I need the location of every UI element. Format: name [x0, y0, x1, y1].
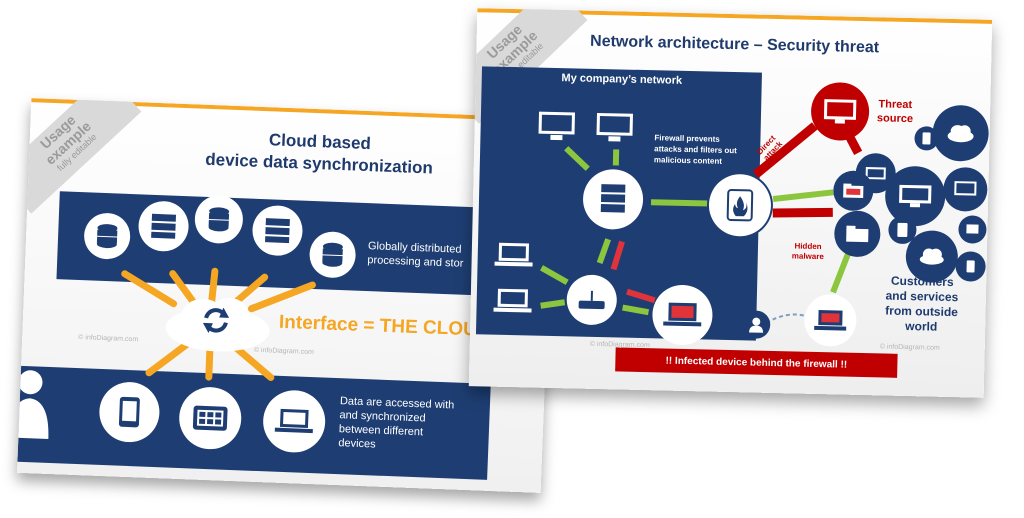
arrow-to-server-4	[230, 273, 269, 308]
server-rack-icon	[151, 213, 177, 239]
monitor-icon	[899, 184, 932, 208]
red-arrow-direct-attack	[752, 122, 818, 179]
hidden-malware-line2: malware	[791, 251, 824, 262]
watermark: © infoDiagram.com	[879, 343, 940, 352]
desktop-pc-1-icon	[538, 111, 576, 141]
database-icon	[322, 242, 343, 267]
server-monitor-icon	[265, 218, 290, 244]
cloud-icon	[919, 248, 944, 265]
infected-folder-bubble	[832, 170, 874, 212]
database-icon	[96, 224, 118, 249]
green-arrow-server-router	[596, 238, 611, 265]
arrow-to-server-1	[121, 270, 178, 308]
arrow-to-device-2	[205, 343, 214, 381]
tablet-bubble	[888, 215, 917, 245]
tablet-landscape-node	[178, 386, 243, 451]
slide-cloud-sync: Usage example fully editable Cloud based…	[16, 98, 556, 493]
green-arrow-firewall-outside	[772, 189, 834, 202]
tablet-icon	[118, 396, 140, 428]
red-arrow-router-server	[610, 240, 625, 271]
threat-label-line1: Threat	[878, 98, 913, 112]
tablet-grid-icon	[192, 405, 228, 431]
infected-laptop-icon	[814, 310, 847, 331]
router-icon	[578, 290, 605, 310]
sync-icon	[202, 307, 230, 334]
dashed-arrow-user-infected	[765, 313, 805, 324]
folder-icon	[843, 183, 864, 199]
green-arrow-server-firewall	[650, 199, 710, 207]
green-arrow-laptop1-router	[540, 265, 569, 285]
outside-cloud-bubble	[905, 229, 959, 284]
firewall-description: Firewall prevents attacks and filters ou…	[654, 132, 755, 167]
outside-small-bubble	[958, 215, 987, 244]
folder-icon	[846, 225, 869, 243]
cloud-shape	[165, 297, 270, 352]
database-node-1	[83, 212, 132, 260]
threat-monitor-icon	[823, 99, 857, 124]
monitor-icon	[966, 224, 979, 234]
cloud-service-bubble	[932, 104, 990, 162]
arrow-to-device-3	[230, 342, 275, 381]
customers-label: Customers and services from outside worl…	[866, 273, 977, 335]
firewall-text-line3: malicious content	[653, 155, 723, 166]
server-rack-icon	[600, 184, 626, 213]
firewall-node	[708, 173, 772, 237]
outside-server-bubble-1	[855, 152, 897, 194]
customers-line4: world	[905, 318, 938, 334]
server-node-2	[251, 204, 304, 257]
tablet-icon	[897, 222, 908, 237]
phone-bubble	[914, 126, 939, 151]
user-bubble	[741, 310, 771, 339]
tablet-device-node	[98, 380, 161, 444]
green-arrow-pc1-server	[564, 146, 590, 171]
hidden-malware-label: Hidden malware	[792, 241, 824, 262]
laptop-device-node	[262, 389, 327, 454]
arrow-to-server-5	[247, 281, 316, 313]
monitor-icon	[865, 167, 886, 180]
phone-icon	[922, 132, 931, 145]
company-server-node	[582, 168, 644, 231]
red-arrow-laptop-router	[626, 288, 656, 304]
slide-network-security: Usage example fully editable Network arc…	[468, 8, 993, 398]
database-node-2	[193, 194, 244, 245]
desktop-pc-2-icon	[596, 112, 633, 142]
watermark: © infoDiagram.com	[589, 340, 650, 350]
infected-device-outside-node	[803, 293, 857, 347]
phone-icon	[966, 260, 975, 273]
server-node-1	[137, 200, 190, 253]
infected-laptop-icon	[663, 302, 702, 327]
laptop-icon	[274, 408, 313, 434]
threat-source-label: Threat source	[877, 97, 914, 126]
cloud-icon	[947, 125, 974, 143]
laptop-1-icon	[494, 242, 533, 267]
sync-arrows	[121, 267, 316, 381]
arrow-to-server-3	[208, 267, 219, 305]
green-arrow-laptop2-router	[540, 299, 566, 309]
arrow-to-device-1	[145, 340, 191, 377]
outside-folder-bubble	[833, 210, 881, 258]
outside-phone-bubble	[955, 251, 986, 282]
arrow-to-server-2	[169, 270, 198, 306]
monitor-icon	[954, 181, 977, 196]
outside-monitor-bubble	[884, 165, 946, 227]
threat-label-line2: source	[876, 112, 914, 126]
router-node	[566, 274, 618, 326]
threat-source-node	[810, 81, 870, 142]
green-arrow-router-laptop	[622, 304, 650, 316]
database-icon	[208, 207, 230, 232]
devices-description: Data are accessed with and synchronized …	[338, 394, 490, 456]
laptop-2-icon	[493, 288, 532, 313]
infected-laptop-node	[651, 284, 714, 346]
firewall-flame-icon	[726, 189, 754, 222]
outside-pc-bubble	[942, 166, 988, 212]
red-arrow-hidden-malware	[772, 207, 833, 218]
green-arrow-outside-infected	[830, 247, 853, 294]
user-icon	[749, 317, 764, 333]
database-node-3	[308, 230, 357, 279]
